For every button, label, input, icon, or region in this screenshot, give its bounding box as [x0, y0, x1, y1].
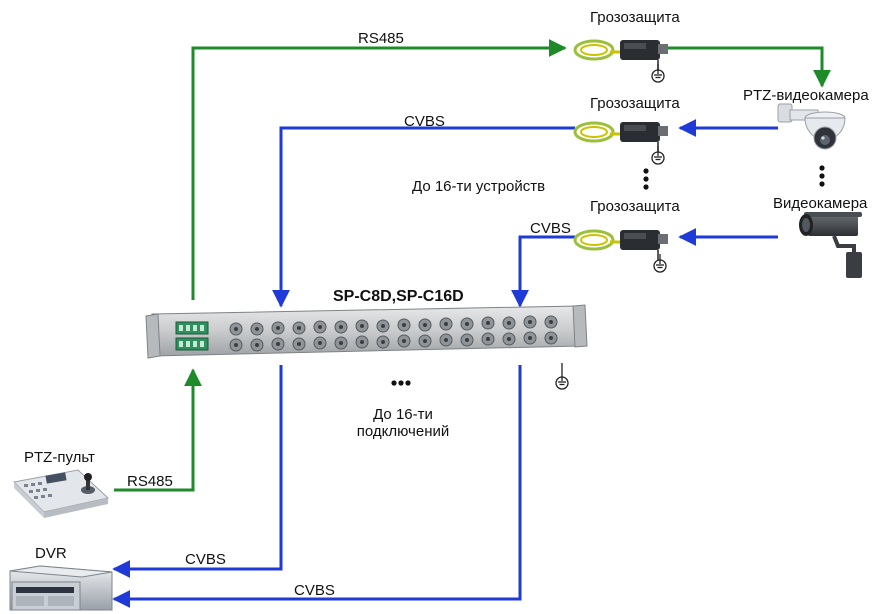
rs485-label-bottom: RS485	[127, 473, 173, 490]
ellipsis-dots-icon	[391, 380, 411, 386]
ellipsis-dots-icon	[643, 165, 825, 190]
cvbs-label-dvr1: CVBS	[185, 551, 226, 568]
dvr-label: DVR	[35, 545, 67, 562]
box-camera-icon	[799, 212, 862, 278]
surge-protector-icon	[573, 121, 668, 152]
ground-icon	[653, 254, 667, 273]
rs485-line-camera	[665, 46, 831, 88]
ground-icon	[651, 146, 665, 165]
cvbs-line-dvr2	[112, 365, 522, 608]
cvbs-label-mid: CVBS	[530, 220, 571, 237]
cvbs-label-dvr2: CVBS	[294, 582, 335, 599]
surge-protector-label-mid: Грозозащита	[590, 95, 680, 112]
ptz-keyboard-icon	[12, 469, 110, 518]
cvbs-line-top	[272, 126, 575, 308]
up-to-16-devices-label: До 16-ти устройств	[412, 178, 546, 195]
cvbs-label-top: CVBS	[404, 113, 445, 130]
patch-panel-icon	[145, 304, 588, 359]
surge-protector-label-bottom: Грозозащита	[590, 198, 680, 215]
ptz-camera-label: PTZ-видеокамера	[743, 87, 869, 104]
ground-icon	[555, 363, 569, 390]
ptz-console-label: PTZ-пульт	[24, 449, 95, 466]
up-to-16-connections-label: До 16-ти подключений	[353, 406, 453, 441]
rs485-label-top: RS485	[358, 30, 404, 47]
rs485-line-bottom	[114, 368, 202, 492]
ground-icon	[651, 64, 665, 83]
cvbs-line-mid	[511, 235, 575, 308]
surge-protector-icon	[573, 229, 668, 260]
up-to-16-connections-line1: До 16-ти	[373, 406, 433, 423]
rs485-line-top	[191, 39, 567, 300]
dvr-icon	[9, 565, 113, 611]
surge-protector-label-top: Грозозащита	[590, 9, 680, 26]
ptz-camera-icon	[777, 103, 846, 150]
surge-protector-icon	[573, 39, 668, 70]
model-label: SP-C8D,SP-C16D	[333, 288, 464, 305]
up-to-16-connections-line2: подключений	[356, 423, 450, 441]
camera-label: Видеокамера	[773, 195, 868, 212]
cvbs-line-dvr1	[112, 365, 283, 578]
